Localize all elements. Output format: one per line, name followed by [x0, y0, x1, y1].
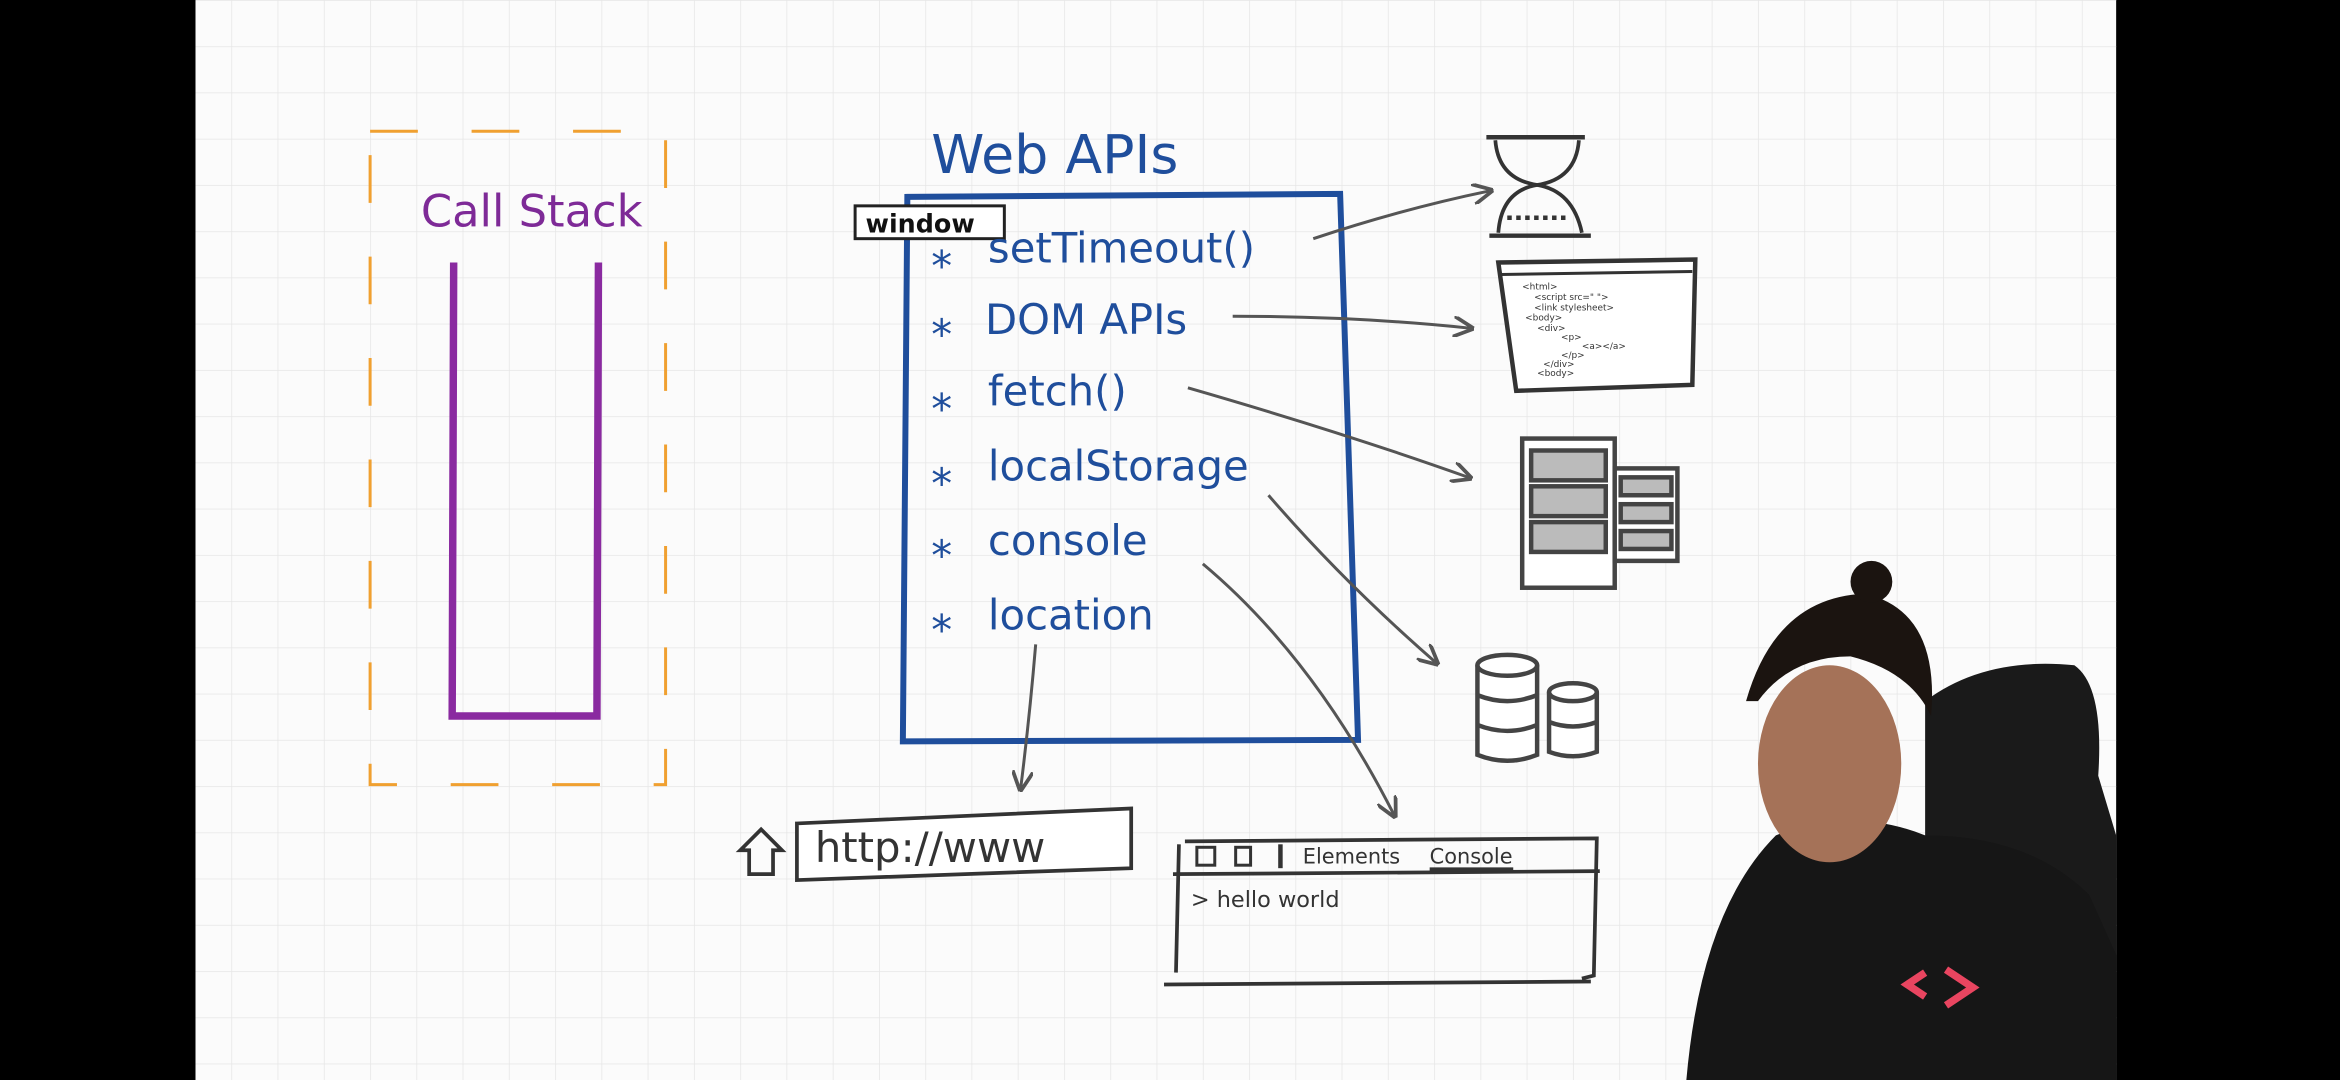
asterisk-icon: *: [931, 241, 952, 290]
code-line: <body>: [1525, 314, 1562, 324]
web-api-label: fetch(): [988, 367, 1127, 416]
call-stack-region: Call Stack: [368, 129, 668, 787]
devtools-icon: Elements Console > hello world: [1164, 836, 1600, 987]
devtools-tab-console: Console: [1430, 845, 1513, 869]
presenter-webcam: [1686, 560, 2117, 1080]
window-label-box: [853, 204, 1006, 241]
web-api-item-localstorage: * localStorage: [931, 441, 1248, 508]
arrow-settimeout-to-hourglass: [1312, 191, 1489, 241]
asterisk-icon: *: [931, 605, 952, 654]
devtools-tab-elements: Elements: [1303, 845, 1400, 869]
web-api-label: location: [988, 591, 1154, 640]
web-apis-title: Web APIs: [931, 123, 1178, 186]
asterisk-icon: *: [931, 459, 952, 508]
window-label: window: [866, 209, 975, 239]
web-api-label: console: [988, 516, 1148, 565]
arrow-localstorage-to-database: [1267, 494, 1435, 662]
call-stack-dashed-border: [368, 129, 668, 787]
web-apis-region: Web APIs window * setTimeout() * DOM API…: [853, 123, 1362, 745]
call-stack-title: Call Stack: [421, 185, 643, 238]
arrow-fetch-to-server: [1187, 386, 1469, 478]
inspect-icon: [1195, 845, 1217, 867]
home-icon: [735, 826, 787, 877]
code-line: <p>: [1561, 333, 1582, 343]
arrows: [1021, 191, 1490, 815]
address-bar-field: [795, 806, 1134, 883]
web-api-item-console: * console: [931, 516, 1147, 580]
hair-bun: [1850, 560, 1893, 603]
face: [1757, 665, 1902, 863]
arrow-dom-to-document: [1232, 314, 1470, 328]
web-api-item-location: * location: [931, 591, 1153, 655]
code-line: </p>: [1561, 351, 1585, 361]
arrow-console-to-devtools: [1201, 562, 1394, 815]
hourglass-icon: [1486, 135, 1591, 238]
server-icon: [1519, 436, 1680, 590]
code-line: </div>: [1543, 360, 1574, 370]
logo-icon: [1900, 966, 1980, 1009]
code-line: <link stylesheet>: [1534, 303, 1614, 313]
arrow-location-to-address-bar: [1021, 644, 1038, 787]
call-stack-container: [448, 262, 603, 720]
asterisk-icon: *: [931, 310, 952, 359]
web-api-label: localStorage: [988, 441, 1249, 490]
right-black-bar: [2116, 0, 2340, 1080]
web-apis-box: [899, 190, 1362, 745]
asterisk-icon: *: [931, 385, 952, 434]
address-bar-url: http://www: [815, 823, 1045, 872]
database-icon: [1475, 652, 1600, 764]
web-api-item-settimeout: * setTimeout(): [931, 224, 1255, 291]
body: [1686, 820, 2117, 1080]
code-line: <script src=" ">: [1534, 293, 1608, 303]
web-api-item-dom-apis: * DOM APIs: [931, 295, 1187, 359]
html-document-icon: <html> <script src=" "> <link stylesheet…: [1495, 257, 1698, 394]
hair: [1746, 593, 1933, 717]
web-api-label: setTimeout(): [988, 224, 1255, 273]
left-black-bar: [0, 0, 196, 1080]
web-api-label: DOM APIs: [985, 295, 1187, 344]
code-line: <div>: [1537, 324, 1565, 334]
code-line: <html>: [1522, 282, 1557, 292]
code-line: <a></a>: [1582, 342, 1626, 352]
code-line: <body>: [1537, 369, 1574, 379]
address-bar-icon: http://www: [735, 806, 1134, 883]
console-output: > hello world: [1191, 887, 1340, 913]
device-icon: [1234, 845, 1253, 867]
asterisk-icon: *: [931, 531, 952, 580]
web-api-item-fetch: * fetch(): [931, 367, 1127, 434]
